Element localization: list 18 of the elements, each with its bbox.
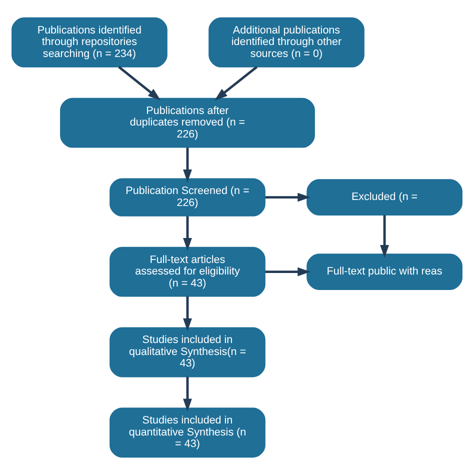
node-box: Excluded (n = [306, 178, 462, 215]
arrow [265, 192, 310, 202]
arrow [183, 296, 192, 331]
arrow [380, 214, 389, 258]
arrow [183, 376, 192, 412]
node-box: Studies included in qualitative Synthesis(n = 43) [110, 326, 266, 377]
node-box: Additional publications identified through other sources (n = 0) [208, 16, 364, 67]
arrow [118, 65, 161, 100]
arrow [265, 266, 310, 276]
node-box: Full-text articles assessed for eligibility (n = 43) [110, 246, 266, 296]
arrow [183, 147, 192, 182]
arrow [183, 216, 192, 250]
node-box: Full-text public with reas [306, 253, 462, 290]
node-box: Publication Screened (n = 226) [110, 178, 266, 216]
arrow [214, 65, 258, 100]
node-box: Studies included in quantitative Synthesis (n = 43) [110, 407, 266, 458]
node-box: Publications after duplicates removed (n = 226) [60, 97, 315, 148]
node-box: Publications identified through repositories searching (n = 234) [12, 16, 168, 67]
